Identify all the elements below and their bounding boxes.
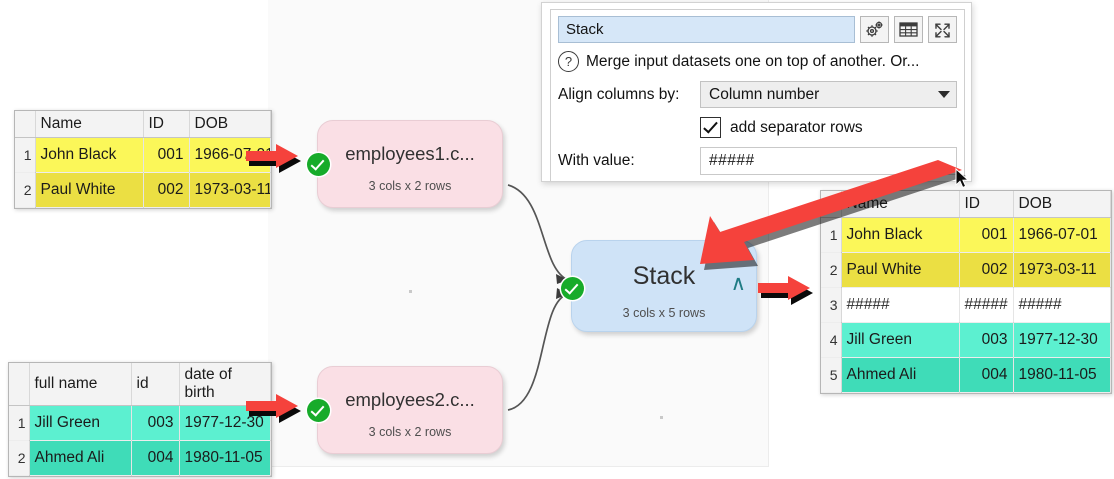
node-title: Stack — [632, 262, 696, 290]
dialog-description-row: ? Merge input datasets one on top of ano… — [558, 51, 957, 72]
chevron-down-icon — [938, 91, 950, 98]
cell-name[interactable]: John Black — [35, 137, 144, 173]
node-stack[interactable]: Stack 3 cols x 5 rows ∧ — [561, 240, 757, 332]
expand-arrows-icon — [935, 23, 950, 38]
node-title: employees1.c... — [345, 143, 475, 164]
cell-id[interactable]: 003 — [131, 405, 180, 441]
col-rownum — [9, 363, 30, 406]
table-row[interactable]: 2 Paul White 002 1973-03-11 — [821, 252, 1111, 288]
row-number: 2 — [9, 440, 30, 476]
annotation-arrow-to-output-table — [758, 276, 813, 305]
col-full-name[interactable]: full name — [29, 363, 132, 406]
row-number: 3 — [821, 287, 842, 323]
cell-name[interactable]: Paul White — [841, 252, 960, 288]
node-subtitle: 3 cols x 2 rows — [368, 179, 452, 193]
table-header-row: Name ID DOB — [15, 111, 271, 138]
node-subtitle: 3 cols x 5 rows — [622, 306, 706, 320]
cell-name[interactable]: ##### — [841, 287, 960, 323]
employees1-preview-table[interactable]: Name ID DOB 1 John Black 001 1966-07-01 … — [14, 110, 272, 209]
col-name[interactable]: Name — [35, 111, 144, 138]
annotation-arrow-dialog-to-stack — [700, 160, 966, 270]
node-employees1[interactable]: employees1.c... 3 cols x 2 rows — [307, 120, 503, 208]
canvas-grid-dot — [660, 416, 663, 419]
table-row[interactable]: 1 Jill Green 003 1977-12-30 — [9, 405, 271, 441]
cell-dob[interactable]: 1980-11-05 — [1013, 357, 1111, 393]
align-columns-field: Align columns by: Column number — [558, 81, 957, 108]
table-row[interactable]: 2 Paul White 002 1973-03-11 — [15, 172, 271, 208]
row-number: 1 — [821, 217, 842, 253]
cell-id[interactable]: 004 — [959, 357, 1014, 393]
align-columns-label: Align columns by: — [558, 85, 680, 103]
table-grid-icon — [899, 22, 918, 37]
table-row[interactable]: 2 Ahmed Ali 004 1980-11-05 — [9, 440, 271, 476]
add-separator-rows-label: add separator rows — [730, 118, 863, 136]
status-ok-icon — [307, 399, 330, 422]
col-id[interactable]: ID — [143, 111, 190, 138]
table-row[interactable]: 1 John Black 001 1966-07-01 — [821, 217, 1111, 253]
align-columns-select[interactable]: Column number — [700, 81, 957, 108]
col-id[interactable]: ID — [959, 191, 1014, 218]
annotation-arrow-to-employees2 — [246, 394, 301, 423]
question-icon[interactable]: ? — [558, 51, 579, 72]
status-ok-icon — [561, 277, 584, 300]
cell-id[interactable]: 001 — [143, 137, 190, 173]
row-number: 5 — [821, 357, 842, 393]
table-header-row: full name id date of birth — [9, 363, 271, 406]
dialog-description-text: Merge input datasets one on top of anoth… — [586, 52, 920, 70]
node-employees2[interactable]: employees2.c... 3 cols x 2 rows — [307, 366, 503, 454]
cell-id[interactable]: 004 — [131, 440, 180, 476]
cell-name[interactable]: John Black — [841, 217, 960, 253]
col-date-of-birth[interactable]: date of birth — [179, 363, 271, 406]
row-number: 1 — [15, 137, 36, 173]
cell-dob[interactable]: 1966-07-01 — [1013, 217, 1111, 253]
col-dob[interactable]: DOB — [1013, 191, 1111, 218]
stack-result-preview-table[interactable]: Name ID DOB 1 John Black 001 1966-07-01 … — [820, 190, 1112, 394]
output-caret-icon[interactable]: ∧ — [730, 271, 746, 295]
cell-name[interactable]: Jill Green — [841, 322, 960, 358]
expand-button[interactable] — [928, 16, 957, 43]
cell-id[interactable]: 002 — [959, 252, 1014, 288]
cell-full-name[interactable]: Ahmed Ali — [29, 440, 132, 476]
table-row[interactable]: 4 Jill Green 003 1977-12-30 — [821, 322, 1111, 358]
cell-date-of-birth[interactable]: 1980-11-05 — [179, 440, 271, 476]
stack-settings-dialog[interactable]: Stack — [541, 2, 972, 182]
row-number: 2 — [821, 252, 842, 288]
item-name-input[interactable]: Stack — [558, 16, 855, 43]
table-row[interactable]: 1 John Black 001 1966-07-01 — [15, 137, 271, 173]
cell-name[interactable]: Ahmed Ali — [841, 357, 960, 393]
row-number: 2 — [15, 172, 36, 208]
node-subtitle: 3 cols x 2 rows — [368, 425, 452, 439]
dialog-title-row: Stack — [558, 16, 957, 43]
row-number: 1 — [9, 405, 30, 441]
align-columns-value: Column number — [709, 85, 820, 103]
col-dob[interactable]: DOB — [189, 111, 271, 138]
row-number: 4 — [821, 322, 842, 358]
node-title: employees2.c... — [345, 389, 475, 410]
cell-name[interactable]: Paul White — [35, 172, 144, 208]
col-id[interactable]: id — [131, 363, 180, 406]
cell-dob[interactable]: 1977-12-30 — [1013, 322, 1111, 358]
status-ok-icon — [307, 153, 330, 176]
settings-gears-button[interactable] — [860, 16, 889, 43]
cell-dob[interactable]: ##### — [1013, 287, 1111, 323]
canvas-grid-dot — [409, 290, 412, 293]
mouse-cursor-icon — [955, 167, 970, 189]
add-separator-rows-checkbox[interactable] — [700, 117, 721, 138]
cell-id[interactable]: 001 — [959, 217, 1014, 253]
cell-dob[interactable]: 1973-03-11 — [189, 172, 271, 208]
with-value-label: With value: — [558, 152, 635, 169]
cell-full-name[interactable]: Jill Green — [29, 405, 132, 441]
cell-id[interactable]: 003 — [959, 322, 1014, 358]
cell-id[interactable]: ##### — [959, 287, 1014, 323]
table-row[interactable]: 5 Ahmed Ali 004 1980-11-05 — [821, 357, 1111, 393]
add-separator-rows-row[interactable]: add separator rows — [700, 117, 957, 138]
gears-icon — [866, 21, 883, 37]
table-row-separator[interactable]: 3 ##### ##### ##### — [821, 287, 1111, 323]
col-rownum — [15, 111, 36, 138]
employees2-preview-table[interactable]: full name id date of birth 1 Jill Green … — [8, 362, 272, 477]
cell-id[interactable]: 002 — [143, 172, 190, 208]
table-view-button[interactable] — [894, 16, 923, 43]
annotation-arrow-to-employees1 — [246, 144, 301, 173]
cell-dob[interactable]: 1973-03-11 — [1013, 252, 1111, 288]
